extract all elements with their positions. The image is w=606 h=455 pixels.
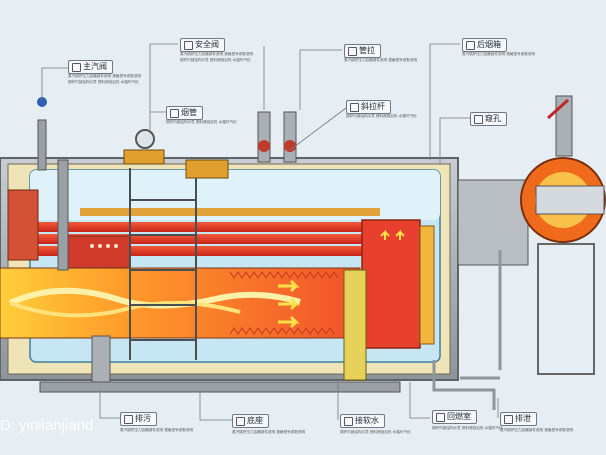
piping bbox=[432, 250, 502, 410]
pipe-icon bbox=[348, 47, 357, 56]
valve-icon bbox=[72, 63, 81, 72]
box-icon bbox=[466, 41, 475, 50]
desc-main-steam-2: 锅炉内部结构示意 燃料燃烧加热 水循环汽化 bbox=[68, 80, 139, 84]
label-main-steam-valve: 主汽阀 bbox=[68, 60, 113, 74]
label-smoke-tube: 烟管 bbox=[166, 106, 203, 120]
water-icon bbox=[344, 417, 353, 426]
ladder bbox=[129, 168, 197, 360]
label-blowdown: 排污 bbox=[120, 412, 157, 426]
rod-icon bbox=[350, 103, 359, 112]
leader-lines bbox=[41, 43, 499, 421]
desc-safety: 蒸汽锅炉压力容器部件说明 规格型号参数说明 bbox=[180, 52, 254, 56]
tube-icon bbox=[170, 109, 179, 118]
burner bbox=[457, 95, 606, 375]
base-icon bbox=[236, 417, 245, 426]
desc-feed: 锅炉内部结构示意 燃料燃烧加热 水循环汽化 bbox=[340, 430, 411, 434]
desc-blowdown: 蒸汽锅炉压力容器部件说明 规格型号参数说明 bbox=[120, 428, 194, 432]
desc-drain: 蒸汽锅炉压力容器部件说明 规格型号参数说明 bbox=[500, 428, 574, 432]
chamber-icon bbox=[436, 413, 445, 422]
desc-rear: 蒸汽锅炉压力容器部件说明 规格型号参数说明 bbox=[462, 52, 536, 56]
drain-icon bbox=[504, 415, 513, 424]
base bbox=[39, 269, 401, 393]
desc-smoke: 锅炉内部结构示意 燃料燃烧加热 水循环汽化 bbox=[166, 120, 237, 124]
watermark-text: D: yiniianjiand bbox=[0, 417, 94, 434]
furnace bbox=[0, 267, 361, 339]
label-pipe-stay: 管拉 bbox=[344, 44, 381, 58]
desc-main-steam: 蒸汽锅炉压力容器部件说明 规格型号参数说明 bbox=[68, 74, 142, 78]
top-fittings bbox=[37, 97, 297, 179]
desc-pipe: 蒸汽锅炉压力容器部件说明 规格型号参数说明 bbox=[344, 58, 418, 62]
label-rear-smoke-box: 后烟箱 bbox=[462, 38, 507, 52]
label-feed-water: 接软水 bbox=[340, 414, 385, 428]
label-manhole: 底座 bbox=[232, 414, 269, 428]
desc-safety-2: 锅炉内部结构示意 燃料燃烧加热 水循环汽化 bbox=[180, 58, 251, 62]
smoke-tubes bbox=[38, 208, 380, 256]
label-safety-valve: 安全阀 bbox=[180, 38, 225, 52]
label-return-chamber: 回燃室 bbox=[432, 410, 477, 424]
label-drain: 排泄 bbox=[500, 412, 537, 426]
desc-manhole: 蒸汽锅炉压力容器部件说明 规格型号参数说明 bbox=[232, 430, 306, 434]
return-chamber bbox=[361, 219, 435, 349]
sight-icon bbox=[474, 115, 483, 124]
drain-icon bbox=[124, 415, 133, 424]
desc-stay: 锅炉内部结构示意 燃料燃烧加热 水循环汽化 bbox=[346, 114, 417, 118]
label-sight-hole: 窥孔 bbox=[470, 112, 507, 126]
valve-icon bbox=[184, 41, 193, 50]
label-stay-rod: 斜拉杆 bbox=[346, 100, 391, 114]
desc-return: 锅炉内部结构示意 燃料燃烧加热 水循环汽化 bbox=[432, 426, 503, 430]
